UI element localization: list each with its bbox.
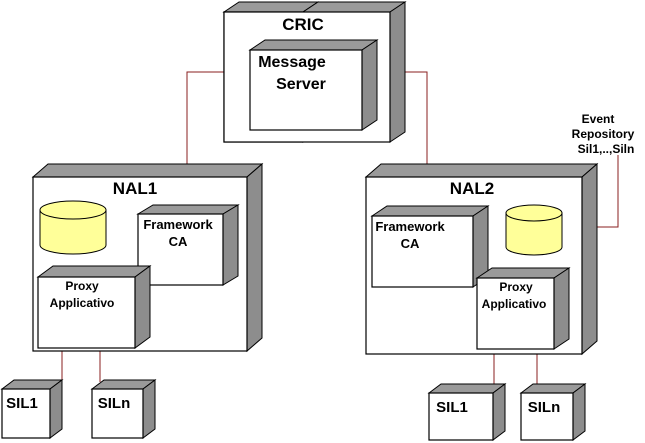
message-server-component: Message Server [248, 39, 379, 131]
message-server-label-line2: Server [276, 76, 326, 93]
sil1-right-label: SIL1 [436, 399, 468, 416]
nal2-proxy-label-line1: Proxy [499, 280, 533, 294]
event-repository-line3: Sil1,..,Siln [578, 142, 635, 156]
siln-right-label: SILn [528, 399, 561, 416]
nal1-proxy-applicativo: Proxy Applicativo [36, 265, 152, 349]
nal1-proxy-label-line2: Applicativo [50, 296, 115, 310]
event-repository-line2: Repository [572, 127, 635, 141]
sil1-left-label: SIL1 [6, 395, 38, 412]
nal2-title: NAL2 [450, 179, 494, 198]
nal2-proxy-label-line2: Applicativo [482, 297, 547, 311]
event-repository-annotation: Event Repository Sil1,..,Siln [572, 112, 635, 156]
nal2-framework-ca: Framework CA [370, 205, 490, 288]
message-server-label-line1: Message [258, 54, 326, 71]
nal2-framework-label-line1: Framework [375, 219, 445, 234]
sil1-right: SIL1 [427, 383, 507, 441]
nal1-database [39, 200, 107, 255]
siln-left-label: SILn [98, 395, 131, 412]
cric-title: CRIC [282, 15, 324, 34]
nal1-framework-label-line1: Framework [143, 217, 213, 232]
nal1-framework-label-line2: CA [169, 234, 188, 249]
nal2-proxy-applicativo: Proxy Applicativo [475, 267, 571, 350]
nal2-database [505, 204, 563, 256]
nal1-framework-ca: Framework CA [136, 204, 240, 286]
nal1-proxy-label-line1: Proxy [65, 279, 99, 293]
nal2-framework-label-line2: CA [401, 236, 420, 251]
siln-left: SILn [90, 379, 157, 439]
event-repository-line1: Event [582, 112, 615, 126]
nal1-title: NAL1 [113, 179, 157, 198]
siln-right: SILn [519, 383, 587, 441]
sil1-left: SIL1 [0, 379, 64, 439]
